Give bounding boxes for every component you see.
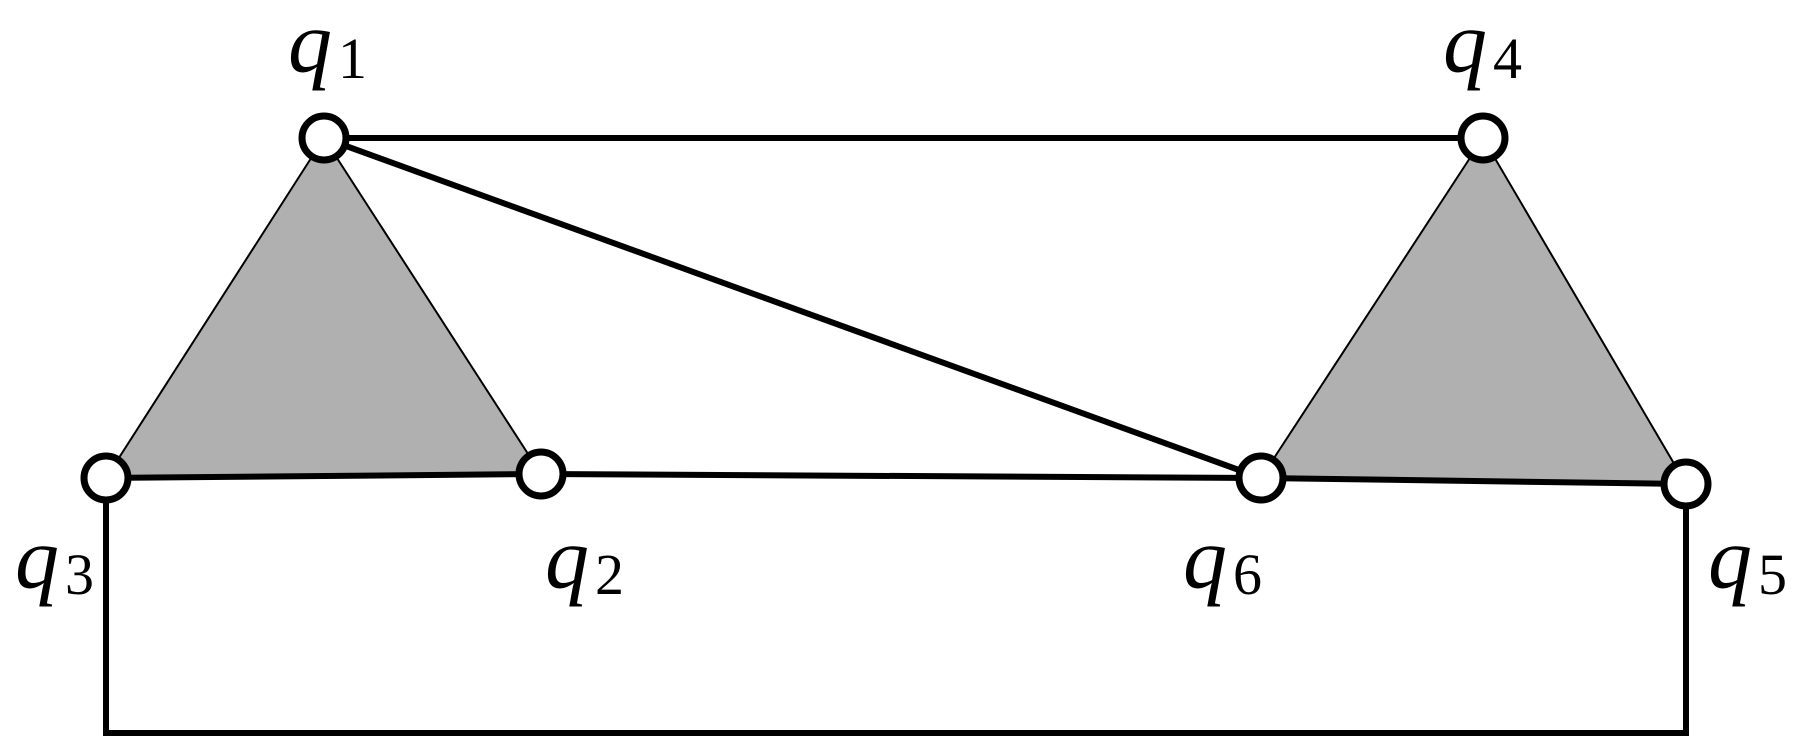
node-label-q1-symbol: q xyxy=(288,0,332,92)
node-label-q3-symbol: q xyxy=(15,511,59,608)
node-label-q1-subscript: 1 xyxy=(338,26,367,91)
edge-q3-q2 xyxy=(105,471,542,481)
face-q1-q3-q2 xyxy=(104,136,543,480)
node-label-q2-symbol: q xyxy=(545,511,589,608)
edge-q2-q6 xyxy=(540,471,1262,481)
svg-text:q3: q3 xyxy=(15,511,94,608)
node-label-q4-subscript: 4 xyxy=(1493,26,1522,91)
svg-text:q1: q1 xyxy=(288,0,367,92)
node-q3 xyxy=(80,452,132,504)
svg-text:q6: q6 xyxy=(1183,511,1262,608)
node-label-q3-subscript: 3 xyxy=(65,542,94,607)
face-q4-q6-q5 xyxy=(1259,136,1688,486)
edge-q3-q5 xyxy=(103,478,1689,736)
node-q2 xyxy=(515,448,567,500)
node-label-q5-symbol: q xyxy=(1708,511,1752,608)
node-q4 xyxy=(1457,112,1509,164)
nodes-layer xyxy=(80,112,1712,510)
node-label-q5-subscript: 5 xyxy=(1758,542,1787,607)
svg-text:q2: q2 xyxy=(545,511,624,608)
edge-q1-q6 xyxy=(322,135,1263,481)
edge-q6-q5 xyxy=(1260,475,1687,487)
svg-text:q5: q5 xyxy=(1708,511,1787,608)
faces-layer xyxy=(104,136,1688,486)
node-label-q6-symbol: q xyxy=(1183,511,1227,608)
node-label-q2-subscript: 2 xyxy=(595,542,624,607)
node-q1 xyxy=(298,112,350,164)
node-label-q4-symbol: q xyxy=(1443,0,1487,92)
node-label-q6-subscript: 6 xyxy=(1233,542,1262,607)
svg-text:q4: q4 xyxy=(1443,0,1522,92)
node-q6 xyxy=(1235,452,1287,504)
edges-layer xyxy=(103,135,1689,736)
node-q5 xyxy=(1660,458,1712,510)
